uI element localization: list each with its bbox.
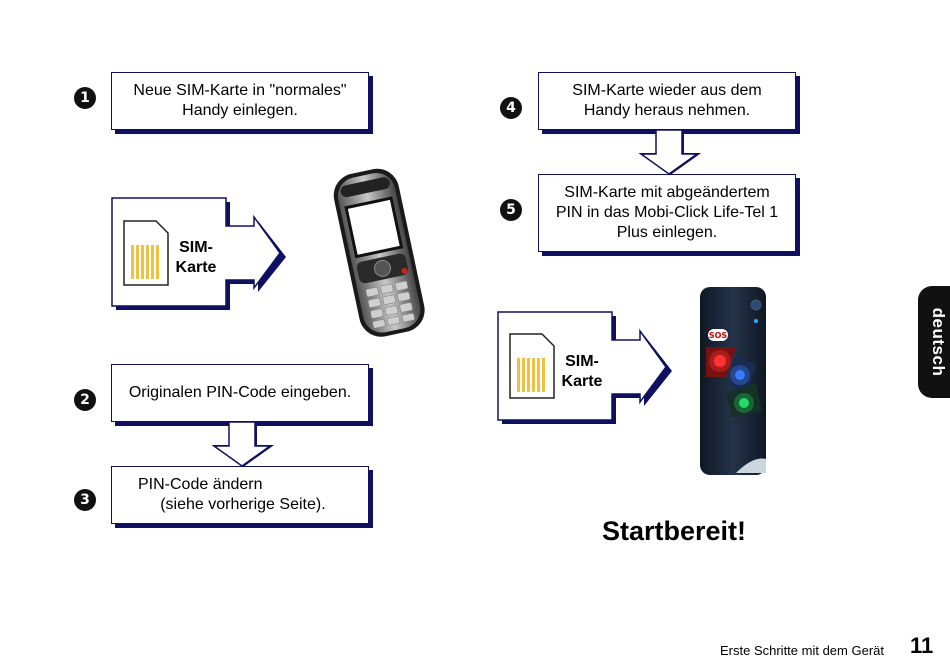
step-4-box: SIM-Karte wieder aus dem Handy heraus ne…: [538, 72, 796, 130]
down-arrow-icon: [638, 130, 701, 176]
step-4-text: SIM-Karte wieder aus dem Handy heraus ne…: [572, 82, 762, 119]
step-4-marker: 4: [500, 97, 522, 119]
sos-badge: SOS: [709, 331, 728, 340]
sim-label-line2: Karte: [561, 373, 603, 390]
step-2-marker: 2: [74, 389, 96, 411]
step-3-box: PIN-Code ändern (siehe vorherige Seite).: [111, 466, 369, 524]
step-1-text: Neue SIM-Karte in "normales" Handy einle…: [133, 82, 347, 119]
sim-label-1: SIM- Karte: [172, 238, 220, 278]
step-2-box: Originalen PIN-Code eingeben.: [111, 364, 369, 422]
step-5-text: SIM-Karte mit abgeändertem PIN in das Mo…: [555, 184, 779, 241]
step-5-box: SIM-Karte mit abgeändertem PIN in das Mo…: [538, 174, 796, 252]
down-arrow-icon: [211, 422, 274, 468]
step-3-text: PIN-Code ändern (siehe vorherige Seite).: [138, 476, 326, 513]
mobile-phone-image: [333, 168, 425, 337]
sim-label-line1: SIM-: [179, 239, 213, 256]
footer-section-title: Erste Schritte mit dem Gerät: [720, 643, 884, 658]
sim-label-line2: Karte: [175, 259, 217, 276]
page-number: 11: [910, 633, 934, 658]
sim-card-icon: [509, 333, 555, 399]
step-2-text: Originalen PIN-Code eingeben.: [128, 384, 352, 401]
sim-label-line1: SIM-: [565, 353, 599, 370]
step-3-marker: 3: [74, 489, 96, 511]
sim-label-2: SIM- Karte: [558, 352, 606, 392]
step-1-box: Neue SIM-Karte in "normales" Handy einle…: [111, 72, 369, 130]
sim-card-icon: [123, 220, 169, 286]
step-5-marker: 5: [500, 199, 522, 221]
step-1-marker: 1: [74, 87, 96, 109]
language-tab-label: deutsch: [929, 307, 948, 377]
language-tab: deutsch: [918, 286, 950, 398]
ready-heading: Startbereit!: [602, 516, 747, 546]
emergency-device-image: SOS: [700, 287, 766, 475]
